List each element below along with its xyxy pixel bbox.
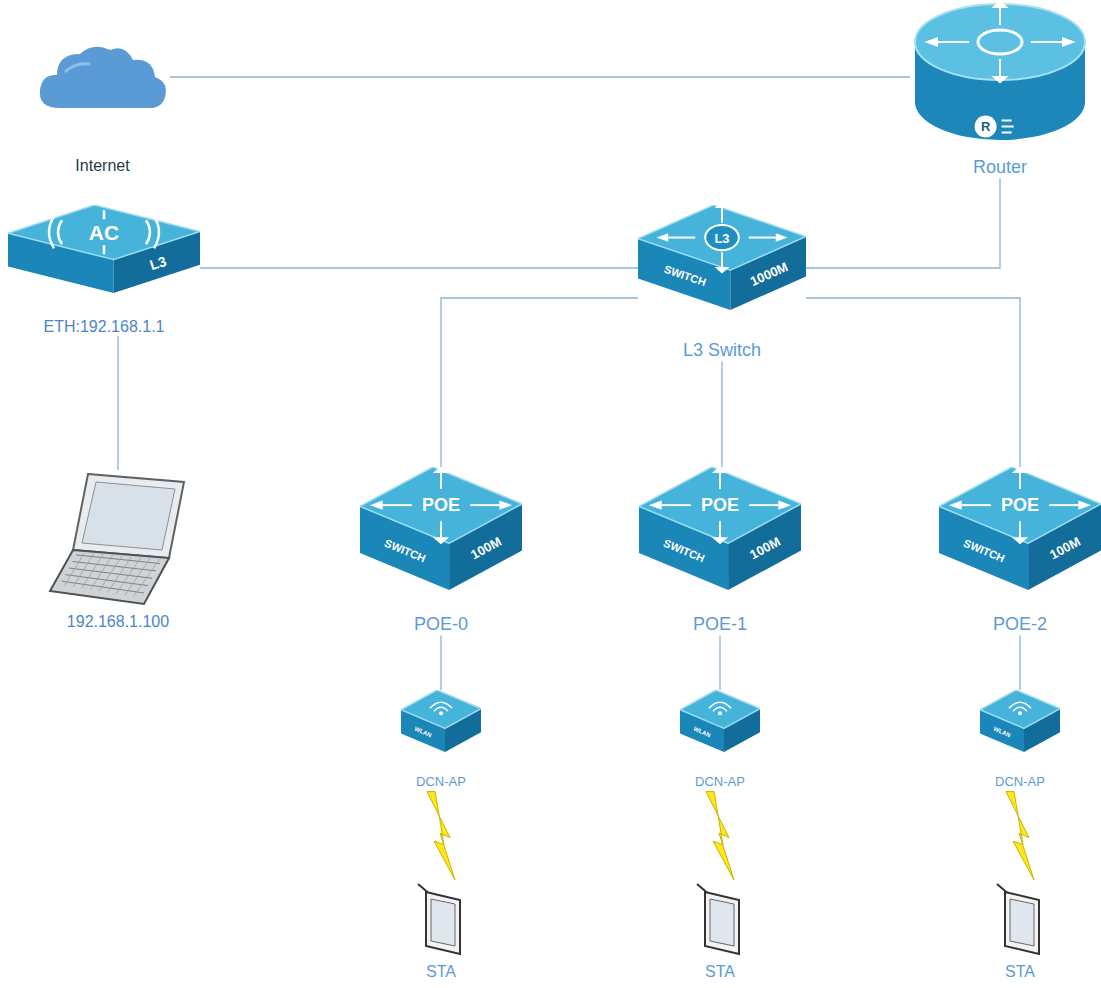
- device-icon: [695, 882, 745, 957]
- device-icon: WLAN: [680, 690, 760, 752]
- station-tablet-art: [695, 882, 745, 957]
- access-controller: ACL3ETH:192.168.1.1: [8, 205, 200, 336]
- device-label: L3 Switch: [638, 340, 806, 362]
- laptop-icon: 192.168.1.100: [48, 470, 188, 631]
- device-icon: [48, 470, 188, 608]
- internet-cloud-art: [35, 42, 170, 112]
- access-controller-art: [8, 205, 200, 293]
- station-tablet: STA: [995, 882, 1045, 981]
- device-icon: L3SWITCH1000M: [638, 205, 806, 310]
- network-link: [806, 298, 1020, 467]
- poe-switch-art: [360, 467, 522, 590]
- network-link: [170, 76, 910, 77]
- icon-text: POE: [422, 496, 460, 514]
- device-label: Router: [910, 157, 1090, 179]
- address-label: ETH:192.168.1.1: [8, 317, 200, 336]
- device-icon: [416, 882, 466, 957]
- icon-text: L3: [714, 231, 729, 244]
- network-link: [721, 362, 722, 467]
- device-icon: POESWITCH100M: [360, 467, 522, 590]
- l3-switch: L3SWITCH1000M L3 Switch: [638, 205, 806, 362]
- icon-text: AC: [89, 222, 119, 243]
- station-tablet-art: [995, 882, 1045, 957]
- icon-text: POE: [701, 496, 739, 514]
- device-label: POE-1: [639, 614, 801, 636]
- l3-switch-art: [638, 205, 806, 310]
- network-link: [441, 298, 638, 467]
- icon-text: POE: [1001, 496, 1039, 514]
- station-tablet-art: [416, 882, 466, 957]
- network-link: [1019, 636, 1020, 690]
- access-point-art: [980, 690, 1060, 752]
- device-icon: [995, 882, 1045, 957]
- access-point: WLAN DCN-AP: [401, 690, 481, 790]
- router-icon-art: [910, 2, 1090, 145]
- network-link: [440, 636, 441, 690]
- laptop-icon-art: [48, 470, 188, 608]
- device-icon: WLAN: [980, 690, 1060, 752]
- access-point-art: [680, 690, 760, 752]
- network-link: [117, 336, 118, 470]
- wireless-link: [706, 792, 734, 880]
- icon-text: R: [981, 120, 990, 133]
- device-label: STA: [695, 962, 745, 981]
- poe-switch: POESWITCH100M POE-2: [939, 467, 1101, 636]
- access-point: WLAN DCN-AP: [680, 690, 760, 790]
- cloud-label: Internet: [35, 156, 170, 175]
- device-label: DCN-AP: [980, 774, 1060, 790]
- wireless-link: [1006, 792, 1034, 880]
- poe-switch: POESWITCH100M POE-0: [360, 467, 522, 636]
- network-link: [806, 179, 1000, 268]
- device-label: POE-2: [939, 614, 1101, 636]
- wireless-link: [427, 792, 455, 880]
- device-label: DCN-AP: [680, 774, 760, 790]
- device-label: STA: [416, 962, 466, 981]
- router-icon: R Router: [910, 2, 1090, 179]
- device-icon: POESWITCH100M: [639, 467, 801, 590]
- poe-switch-art: [639, 467, 801, 590]
- address-label: 192.168.1.100: [48, 612, 188, 631]
- device-label: STA: [995, 962, 1045, 981]
- internet-cloud: Internet: [35, 42, 170, 175]
- device-icon: ACL3: [8, 205, 200, 293]
- device-icon: POESWITCH100M: [939, 467, 1101, 590]
- access-point: WLAN DCN-AP: [980, 690, 1060, 790]
- network-link: [200, 267, 638, 268]
- device-icon: R: [910, 2, 1090, 145]
- device-icon: WLAN: [401, 690, 481, 752]
- station-tablet: STA: [416, 882, 466, 981]
- access-point-art: [401, 690, 481, 752]
- network-link: [719, 636, 720, 690]
- device-label: POE-0: [360, 614, 522, 636]
- station-tablet: STA: [695, 882, 745, 981]
- device-icon: [35, 42, 170, 112]
- poe-switch: POESWITCH100M POE-1: [639, 467, 801, 636]
- poe-switch-art: [939, 467, 1101, 590]
- device-label: DCN-AP: [401, 774, 481, 790]
